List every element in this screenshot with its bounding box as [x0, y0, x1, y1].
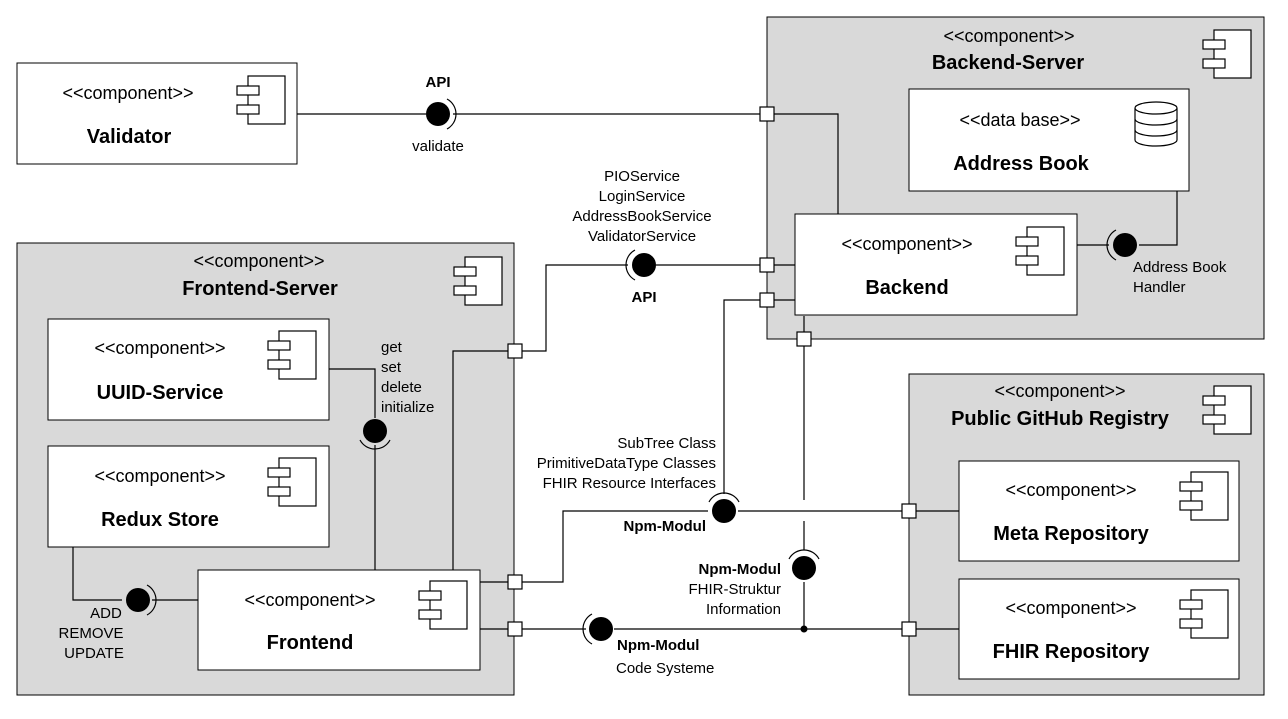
github-registry-stereotype: <<component>> — [994, 381, 1125, 401]
port-backend-bottom — [796, 331, 812, 347]
uuid-op-2: set — [381, 359, 402, 376]
code-npm-op: Code Systeme — [616, 660, 714, 677]
uuid-service-component: <<component>> UUID-Service — [47, 318, 330, 421]
port-frontend-fhir — [507, 621, 523, 637]
fhir-repository-stereotype: <<component>> — [1005, 598, 1136, 618]
uuid-op-1: get — [381, 339, 403, 356]
port-backend-api — [759, 257, 775, 273]
port-meta-repository — [901, 503, 917, 519]
meta-npm-interface: Npm-Modul SubTree Class PrimitiveDataTyp… — [537, 435, 740, 535]
uuid-op-4: initialize — [381, 399, 434, 416]
backend-server-stereotype: <<component>> — [943, 26, 1074, 46]
port-fhir-repository — [901, 621, 917, 637]
backend-api-interface: API PIOService LoginService AddressBookS… — [572, 168, 711, 306]
frontend-name: Frontend — [267, 632, 354, 654]
address-book-database: <<data base>> Address Book — [908, 88, 1190, 192]
ports — [507, 106, 917, 637]
code-npm-interface: Npm-Modul Code Systeme — [582, 613, 714, 677]
redux-store-name: Redux Store — [101, 509, 219, 531]
connector-lines — [72, 113, 1178, 630]
uuid-service-stereotype: <<component>> — [94, 338, 225, 358]
fhir-repository-component: <<component>> FHIR Repository — [958, 578, 1240, 680]
backend-server-name: Backend-Server — [932, 52, 1085, 74]
meta-npm-title: Npm-Modul — [624, 518, 706, 535]
database-icon — [1134, 101, 1178, 147]
meta-repository-name: Meta Repository — [993, 523, 1149, 545]
uuid-service-name: UUID-Service — [97, 382, 224, 404]
validator-api-interface: API validate — [412, 74, 464, 155]
validator-api-op: validate — [412, 138, 464, 155]
meta-repository-stereotype: <<component>> — [1005, 480, 1136, 500]
backend-api-op-3: AddressBookService — [572, 208, 711, 225]
fhir-struct-npm-title: Npm-Modul — [699, 561, 781, 578]
backend-api-op-1: PIOService — [604, 168, 680, 185]
backend-stereotype: <<component>> — [841, 234, 972, 254]
uuid-op-3: delete — [381, 379, 422, 396]
fhir-repository-name: FHIR Repository — [993, 641, 1151, 663]
address-book-stereotype: <<data base>> — [959, 110, 1080, 130]
port-validator — [759, 106, 775, 122]
port-backend-npm — [759, 292, 775, 308]
meta-npm-op-3: FHIR Resource Interfaces — [543, 475, 716, 492]
address-book-name: Address Book — [953, 153, 1089, 175]
address-book-handler-line-1: Address Book — [1133, 259, 1227, 276]
junction-dot — [800, 625, 808, 633]
fhir-struct-npm-op-1: FHIR-Struktur — [688, 581, 781, 598]
fhir-struct-npm-interface: Npm-Modul FHIR-Struktur Information — [688, 549, 820, 618]
address-book-handler-line-2: Handler — [1133, 279, 1186, 296]
redux-op-2: REMOVE — [58, 625, 123, 642]
redux-store-interface: ADD REMOVE UPDATE — [58, 584, 157, 662]
github-registry-name: Public GitHub Registry — [951, 408, 1170, 430]
frontend-server-name: Frontend-Server — [182, 278, 338, 300]
validator-api-title: API — [425, 74, 450, 91]
port-frontend-meta — [507, 574, 523, 590]
backend-api-op-4: ValidatorService — [588, 228, 696, 245]
redux-op-1: ADD — [90, 605, 122, 622]
backend-api-op-2: LoginService — [599, 188, 686, 205]
backend-component: <<component>> Backend — [794, 213, 1078, 316]
meta-npm-op-1: SubTree Class — [617, 435, 716, 452]
validator-stereotype: <<component>> — [62, 83, 193, 103]
uuid-service-interface: get set delete initialize — [359, 339, 434, 450]
frontend-component: <<component>> Frontend — [197, 569, 481, 671]
fhir-struct-npm-op-2: Information — [706, 601, 781, 618]
validator-component: <<component>> Validator — [16, 62, 298, 165]
address-book-handler-interface: Address Book Handler — [1106, 229, 1227, 296]
redux-op-3: UPDATE — [64, 645, 124, 662]
code-npm-title: Npm-Modul — [617, 637, 699, 654]
meta-npm-op-2: PrimitiveDataType Classes — [537, 455, 716, 472]
backend-name: Backend — [865, 277, 948, 299]
redux-store-stereotype: <<component>> — [94, 466, 225, 486]
backend-api-title: API — [631, 289, 656, 306]
meta-repository-component: <<component>> Meta Repository — [958, 460, 1240, 562]
validator-name: Validator — [87, 126, 172, 148]
redux-store-component: <<component>> Redux Store — [47, 445, 330, 548]
port-frontend-api — [507, 343, 523, 359]
frontend-server-stereotype: <<component>> — [193, 251, 324, 271]
frontend-stereotype: <<component>> — [244, 590, 375, 610]
